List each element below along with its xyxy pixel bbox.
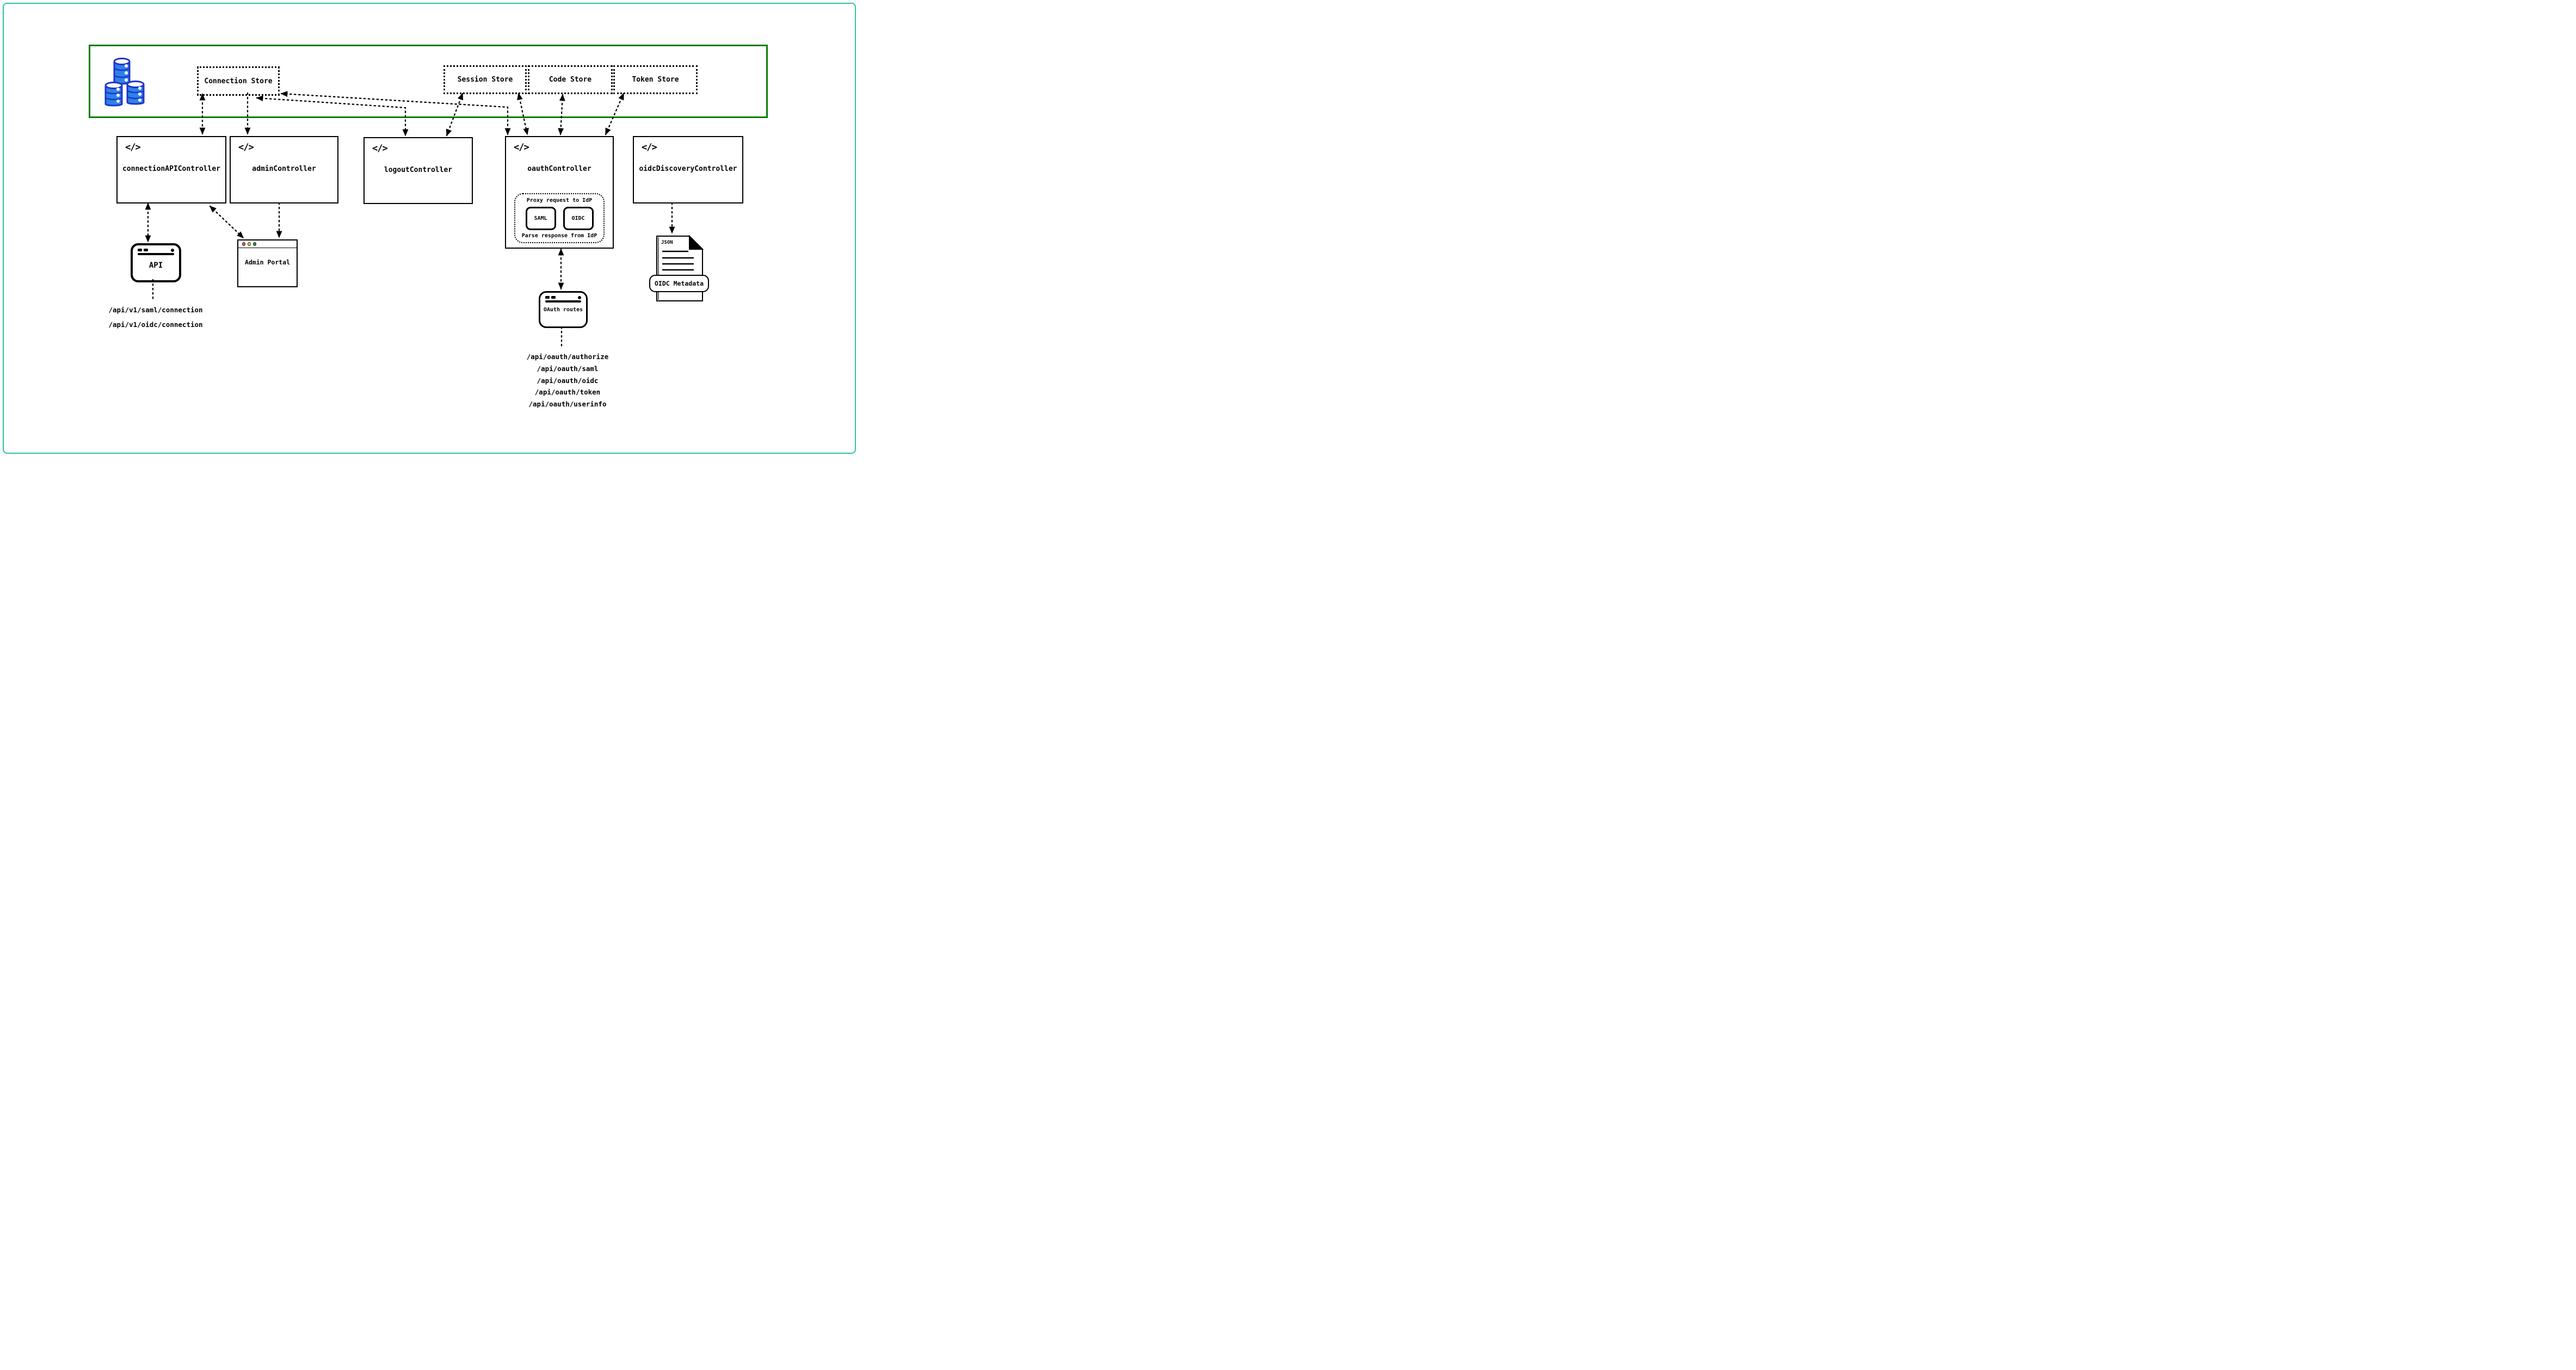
window-square-icon <box>545 296 550 299</box>
oidc-discovery-controller-box: </> oidcDiscoveryController <box>633 136 743 203</box>
session-store-label: Session Store <box>457 76 513 84</box>
oauth-route-path: /api/oauth/oidc <box>537 377 599 385</box>
token-store-label: Token Store <box>632 76 679 84</box>
admin-controller-box: </> adminController <box>230 136 338 203</box>
terminal-window-icon <box>545 296 581 304</box>
json-document-icon: JSON <box>656 234 704 301</box>
code-icon: </> <box>372 143 388 154</box>
window-titlebar <box>238 240 297 248</box>
json-file-type-label: JSON <box>661 240 673 245</box>
oidc-protocol-box: OIDC <box>563 207 594 230</box>
oauth-controller-label: oauthController <box>527 165 591 173</box>
logout-controller-label: logoutController <box>384 166 453 174</box>
idp-proxy-box: Proxy request to IdP SAML OIDC Parse res… <box>514 193 605 243</box>
parse-response-label: Parse response from IdP <box>521 233 597 239</box>
admin-portal-window: Admin Portal <box>237 239 298 287</box>
code-store-box: Code Store <box>528 65 613 94</box>
token-store-box: Token Store <box>613 65 698 94</box>
window-bar-icon <box>138 253 174 255</box>
code-icon: </> <box>514 142 529 153</box>
code-store-label: Code Store <box>549 76 592 84</box>
connection-store-label: Connection Store <box>204 77 273 85</box>
database-icon <box>104 58 145 107</box>
api-route-path: /api/v1/saml/connection <box>108 306 203 314</box>
api-node: API <box>131 243 181 282</box>
session-store-box: Session Store <box>443 65 527 94</box>
admin-portal-label: Admin Portal <box>244 258 291 266</box>
api-route-path: /api/v1/oidc/connection <box>108 320 203 329</box>
connection-api-controller-label: connectionAPIController <box>122 165 220 173</box>
logout-controller-box: </> logoutController <box>363 137 473 204</box>
window-dot-icon <box>171 249 174 252</box>
window-square-icon <box>138 249 142 251</box>
page-border <box>3 3 856 454</box>
connection-store-box: Connection Store <box>197 66 280 96</box>
code-icon: </> <box>125 142 141 153</box>
admin-controller-label: adminController <box>252 165 316 173</box>
window-square-icon <box>551 296 556 299</box>
oidc-label: OIDC <box>571 215 585 221</box>
oidc-discovery-controller-label: oidcDiscoveryController <box>639 165 737 173</box>
maximize-icon <box>253 242 256 246</box>
oauth-route-path: /api/oauth/token <box>534 388 601 396</box>
oauth-routes-label: OAuth routes <box>543 307 583 313</box>
api-label: API <box>149 261 163 270</box>
oidc-metadata-label: OIDC Metadata <box>654 280 704 287</box>
saml-label: SAML <box>534 215 547 221</box>
minimize-icon <box>248 242 251 246</box>
oauth-route-path: /api/oauth/authorize <box>526 353 609 361</box>
window-square-icon <box>144 249 148 251</box>
oauth-route-path: /api/oauth/userinfo <box>528 400 607 408</box>
oidc-metadata-banner: OIDC Metadata <box>649 275 709 292</box>
code-icon: </> <box>642 142 657 153</box>
terminal-window-icon <box>138 249 174 256</box>
code-icon: </> <box>238 142 254 153</box>
architecture-diagram: Connection Store Session Store Code Stor… <box>0 0 859 456</box>
proxy-request-label: Proxy request to IdP <box>526 198 593 203</box>
window-bar-icon <box>545 300 581 303</box>
close-icon <box>242 242 245 246</box>
saml-protocol-box: SAML <box>525 207 556 230</box>
window-dot-icon <box>578 296 581 299</box>
connection-api-controller-box: </> connectionAPIController <box>116 136 226 203</box>
oauth-controller-box: </> oauthController Proxy request to IdP… <box>505 136 614 249</box>
oauth-route-path: /api/oauth/saml <box>537 365 599 373</box>
oauth-routes-node: OAuth routes <box>539 291 588 328</box>
